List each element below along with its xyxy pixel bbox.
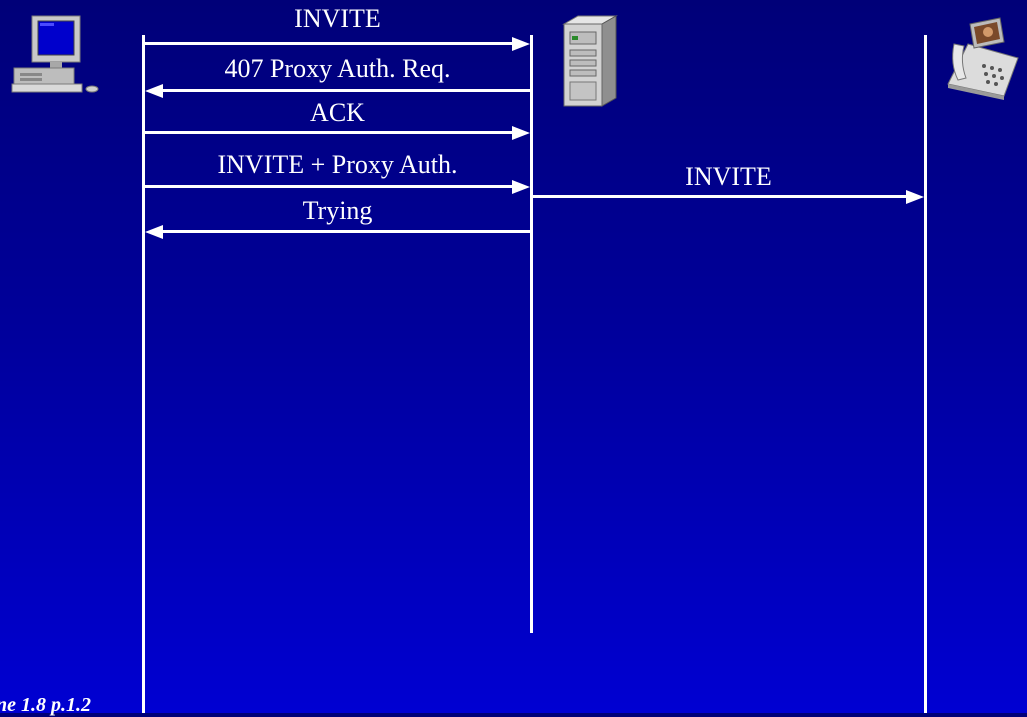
ip-phone-icon — [944, 14, 1020, 100]
footer-note: ne 1.8 p.1.2 — [0, 694, 91, 717]
arrow-trying — [145, 225, 530, 239]
arrow-ack — [145, 126, 530, 140]
message-label-invite: INVITE — [145, 4, 530, 34]
message-label-ack: ACK — [145, 98, 530, 128]
lifeline-phone — [924, 35, 927, 713]
arrow-invite-forwarded — [533, 190, 924, 204]
desktop-computer-icon — [10, 12, 100, 94]
arrow-407-proxy-auth-req — [145, 84, 530, 98]
message-label-trying: Trying — [145, 196, 530, 226]
server-tower-icon — [558, 14, 620, 108]
arrow-invite-proxy-auth — [145, 180, 530, 194]
message-label-invite-forwarded: INVITE — [533, 162, 924, 192]
message-label-invite-proxy-auth: INVITE + Proxy Auth. — [145, 150, 530, 180]
arrow-invite — [145, 37, 530, 51]
lifeline-proxy — [530, 35, 533, 633]
message-label-407-proxy-auth-req: 407 Proxy Auth. Req. — [145, 54, 530, 84]
